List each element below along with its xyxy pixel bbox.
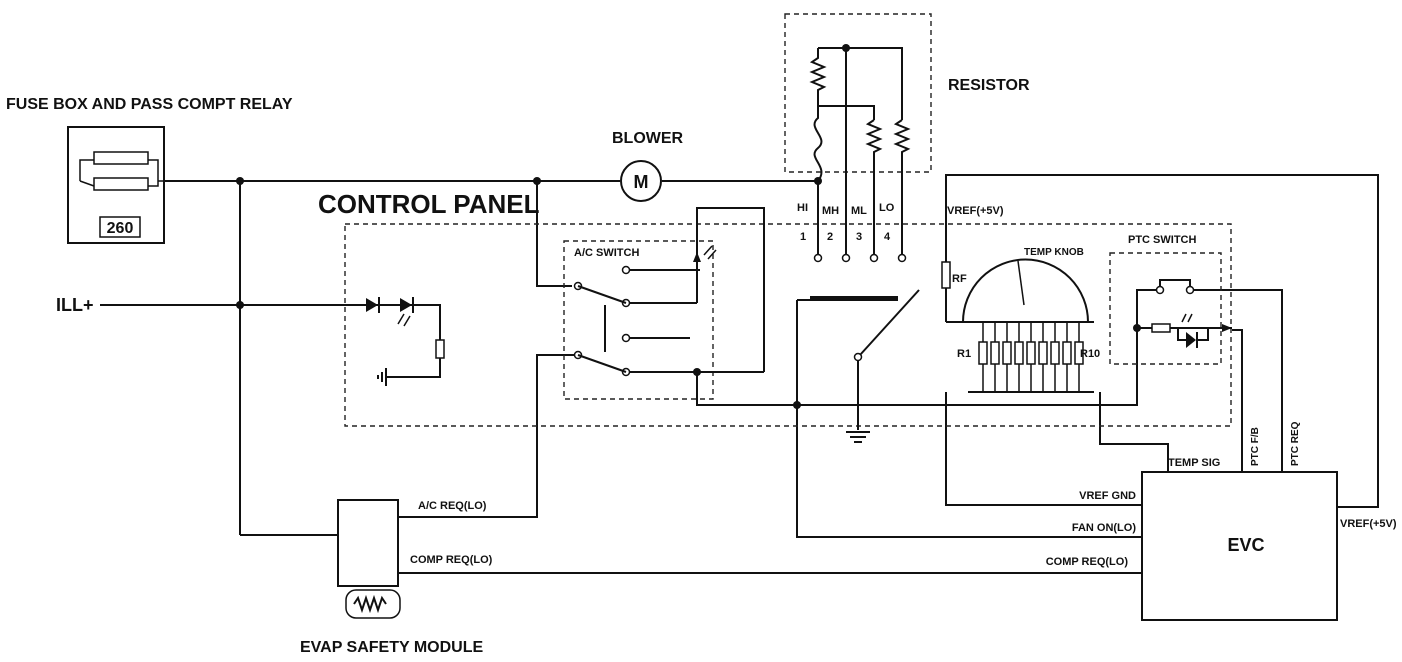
ac-req-label: A/C REQ(LO) xyxy=(418,500,487,512)
comp-req-evap-label: COMP REQ(LO) xyxy=(410,554,493,566)
fuse-box-number: 260 xyxy=(107,220,134,237)
speed-pin-2: 2 xyxy=(827,231,833,243)
speed-label-hi: HI xyxy=(797,202,808,214)
ptc-req-label: PTC REQ xyxy=(1290,421,1301,466)
ptc-switch-title: PTC SWITCH xyxy=(1128,234,1196,246)
r1-label: R1 xyxy=(957,348,971,360)
fan-on-label: FAN ON(LO) xyxy=(1072,522,1136,534)
evap-title: EVAP SAFETY MODULE xyxy=(300,639,483,656)
vref-gnd-label: VREF GND xyxy=(1079,490,1136,502)
temp-sig-label: TEMP SIG xyxy=(1168,457,1220,469)
blower-resistor: RESISTOR HI MH ML LO 1 2 3 4 xyxy=(784,13,1030,263)
evap-safety-module: EVAP SAFETY MODULE A/C REQ(LO) COMP REQ(… xyxy=(300,499,493,656)
temp-knob-title: TEMP KNOB xyxy=(1024,247,1084,258)
speed-pin-1: 1 xyxy=(800,231,806,243)
control-panel-title: CONTROL PANEL xyxy=(318,189,540,219)
speed-label-mh: MH xyxy=(822,205,839,217)
vref-top-label: VREF(+5V) xyxy=(947,205,1004,217)
ptc-switch: PTC SWITCH xyxy=(1109,234,1232,365)
rf-label: RF xyxy=(952,273,967,285)
blower-symbol: M xyxy=(634,172,649,192)
speed-pin-3: 3 xyxy=(856,231,862,243)
evc-module: EVC TEMP SIG PTC F/B PTC REQ VREF GND FA… xyxy=(1046,421,1397,621)
blower-title: BLOWER xyxy=(612,130,684,147)
resistor-title: RESISTOR xyxy=(948,77,1030,94)
r10-label: R10 xyxy=(1080,348,1100,360)
ill-label: ILL+ xyxy=(56,295,94,315)
fuse-box: FUSE BOX AND PASS COMPT RELAY 260 xyxy=(6,96,293,244)
ptc-fb-label: PTC F/B xyxy=(1250,427,1261,466)
ac-switch: A/C SWITCH xyxy=(563,207,765,400)
speed-label-ml: ML xyxy=(851,205,867,217)
blower-motor: BLOWER M xyxy=(612,130,684,202)
vref-evc-label: VREF(+5V) xyxy=(1340,518,1397,530)
control-panel: CONTROL PANEL xyxy=(318,189,1232,427)
comp-req-evc-label: COMP REQ(LO) xyxy=(1046,556,1129,568)
temp-knob: VREF(+5V) RF TEMP KNOB R1 R10 xyxy=(941,205,1100,393)
evc-title: EVC xyxy=(1227,535,1264,555)
fuse-box-title: FUSE BOX AND PASS COMPT RELAY xyxy=(6,96,293,113)
ac-switch-title: A/C SWITCH xyxy=(574,247,639,259)
speed-label-lo: LO xyxy=(879,202,895,214)
fan-speed-switch xyxy=(797,289,920,443)
speed-pin-4: 4 xyxy=(884,231,891,243)
